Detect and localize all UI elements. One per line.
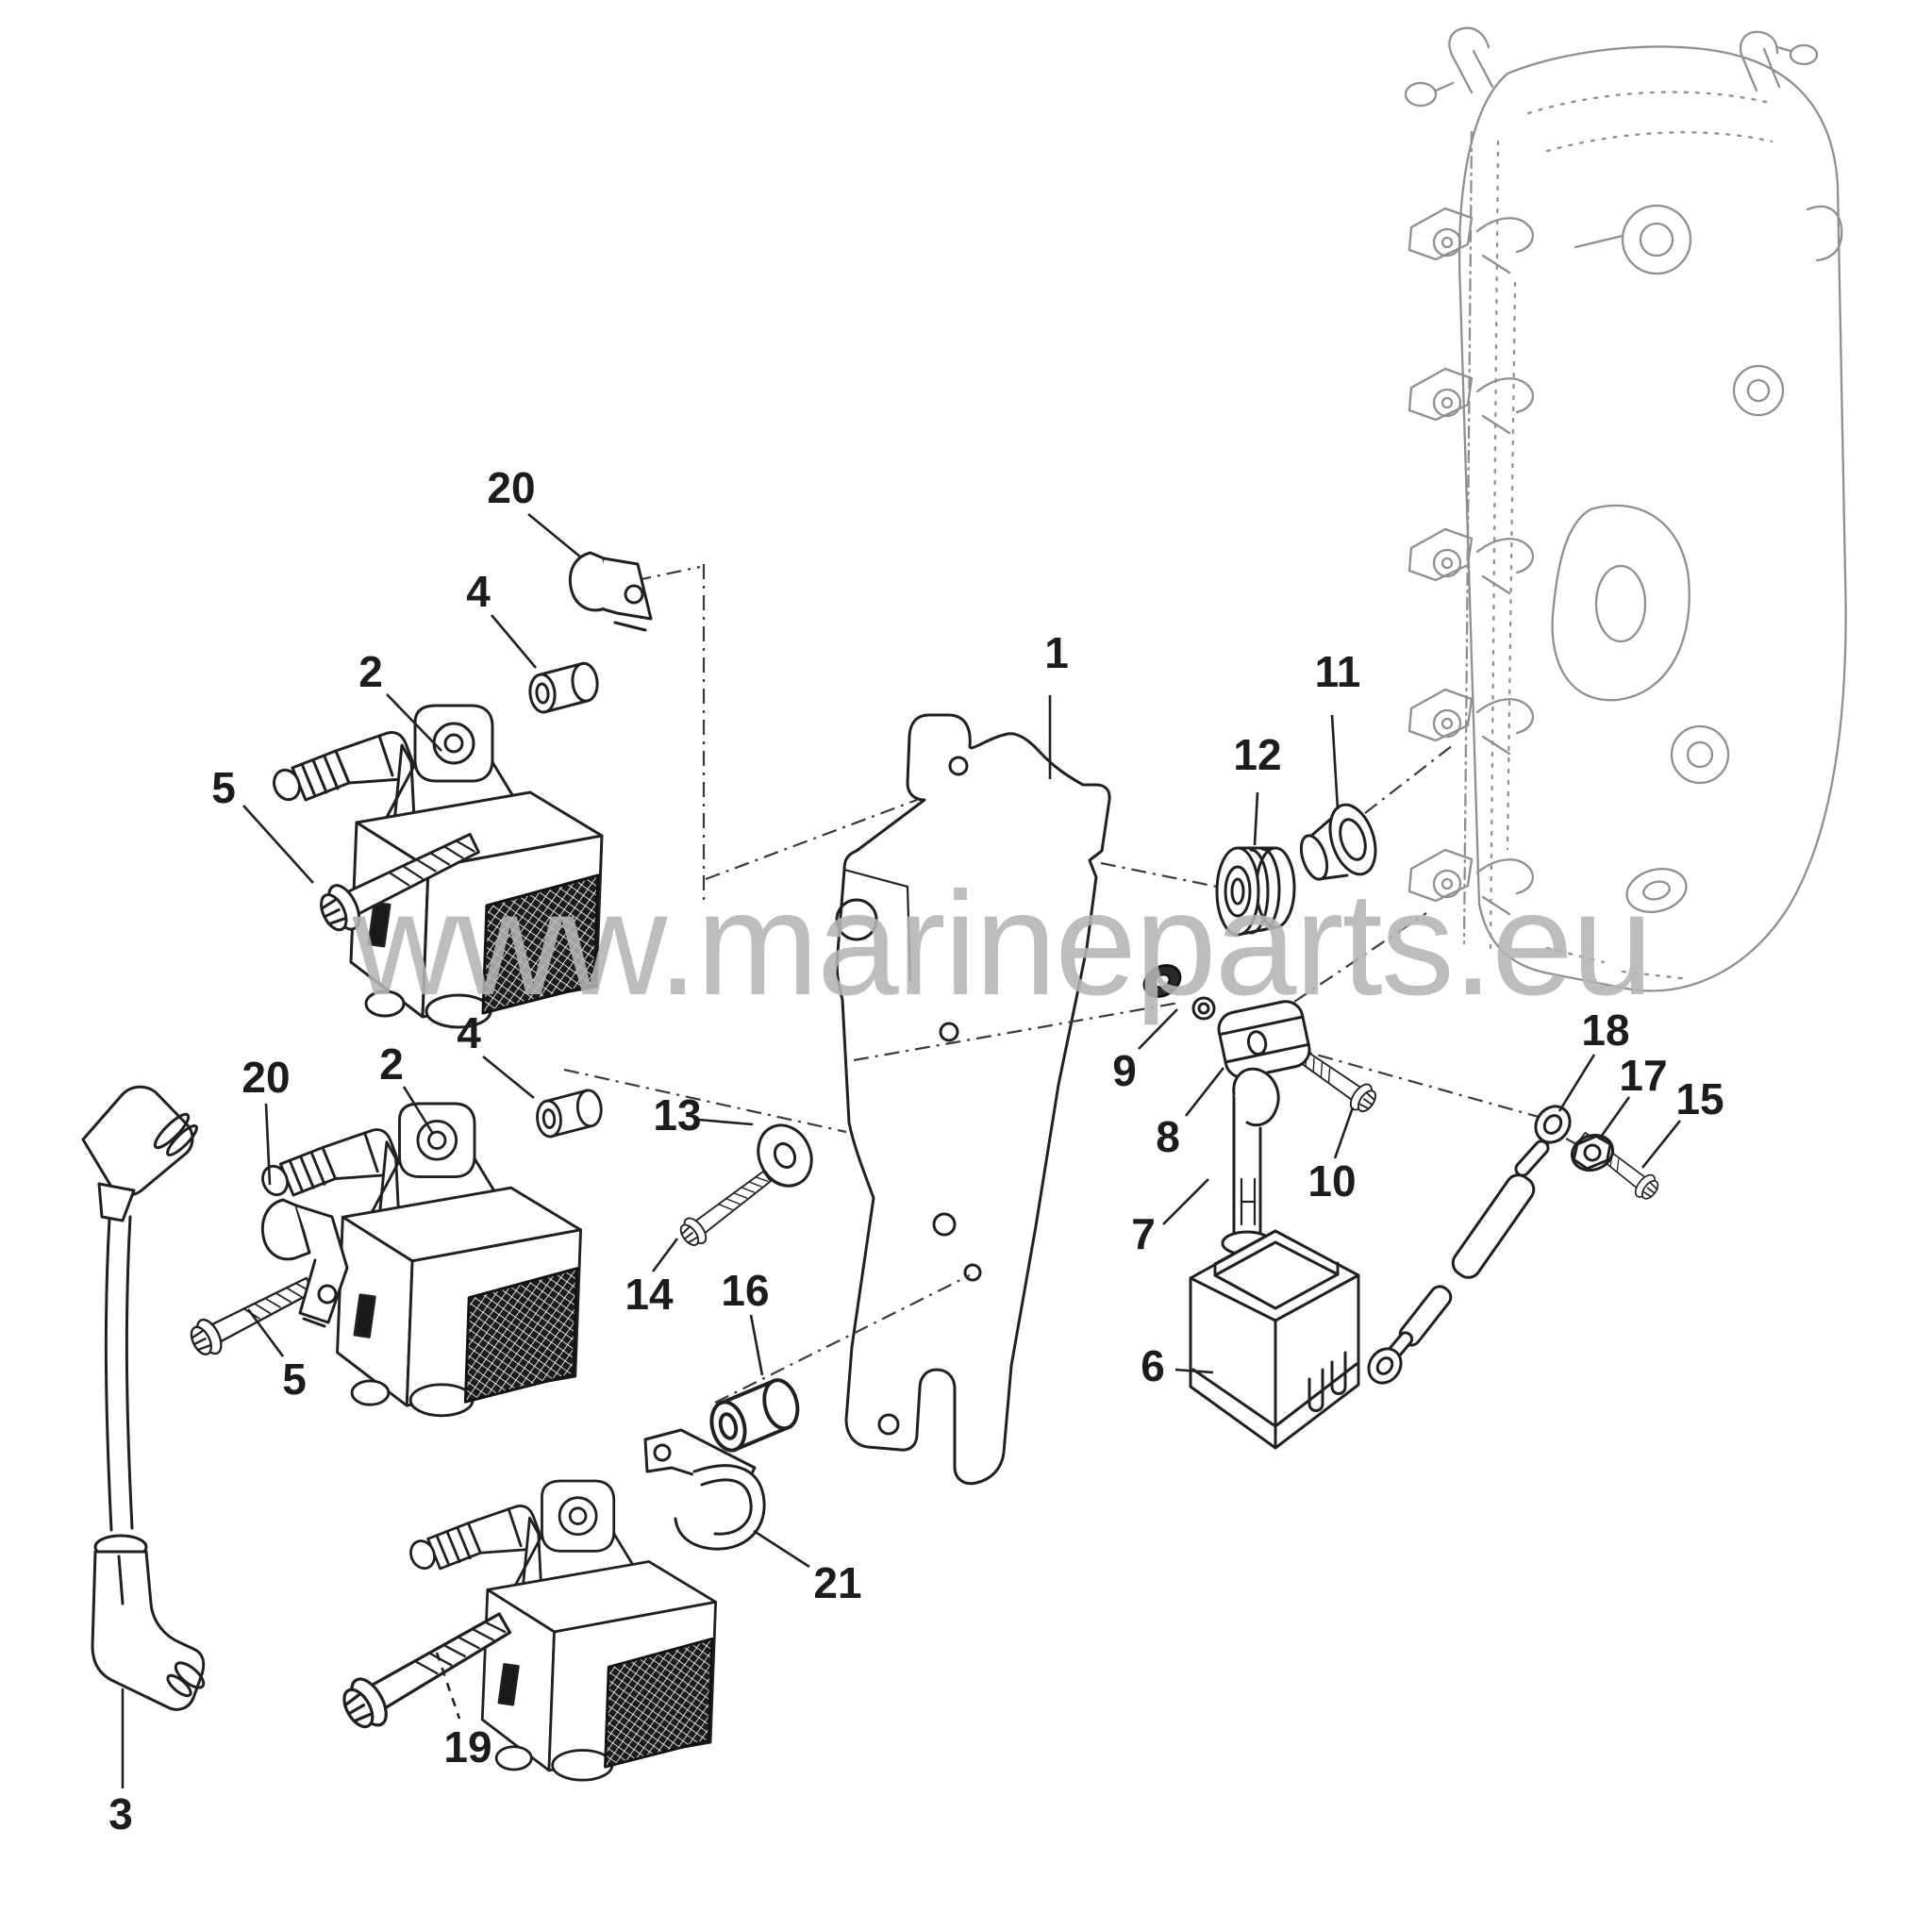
callout-label-10: 10 — [1307, 1156, 1356, 1206]
callout-leader-9 — [1138, 1008, 1178, 1050]
washer-13 — [757, 1123, 813, 1188]
callout-label-19: 19 — [443, 1722, 491, 1771]
callout-leader-15 — [1641, 1120, 1682, 1169]
bracket-7 — [1221, 1067, 1280, 1256]
callout-leader-21 — [753, 1529, 810, 1569]
callout-label-16: 16 — [721, 1266, 769, 1315]
callout-leader-12 — [1253, 791, 1259, 846]
callout-leader-19 — [435, 1652, 461, 1720]
relay-6 — [1189, 1229, 1360, 1450]
spacer-middle — [533, 1088, 606, 1139]
callout-leader-7 — [1162, 1178, 1209, 1225]
cable-clamp-middle — [260, 1198, 349, 1328]
spacer-top — [525, 660, 602, 715]
callout-label-9: 9 — [1112, 1046, 1137, 1095]
bushing-11 — [1299, 803, 1377, 881]
callout-label-2: 2 — [358, 647, 383, 696]
plate-bolt-14 — [675, 1164, 777, 1252]
spacer-16 — [703, 1374, 807, 1456]
callout-leader-2 — [386, 693, 442, 752]
spark-plug-lead — [81, 1085, 206, 1711]
callout-label-3: 3 — [108, 1789, 133, 1838]
callout-label-11: 11 — [1315, 647, 1361, 696]
mounting-plate — [835, 713, 1111, 1486]
callout-leader-5 — [242, 805, 314, 884]
callout-label-20: 20 — [487, 463, 535, 512]
callout-leader-17 — [1597, 1096, 1631, 1140]
callout-label-13: 13 — [653, 1090, 701, 1139]
callout-label-14: 14 — [625, 1270, 674, 1319]
callout-label-4: 4 — [466, 567, 491, 616]
callout-label-8: 8 — [1156, 1112, 1180, 1161]
callout-leader-4 — [482, 1055, 535, 1100]
callout-leader-2 — [402, 1086, 435, 1135]
callout-label-1: 1 — [1044, 628, 1069, 677]
callout-label-15: 15 — [1675, 1074, 1724, 1123]
callout-leader-13 — [697, 1118, 754, 1126]
callout-label-2: 2 — [379, 1039, 404, 1089]
callout-label-17: 17 — [1619, 1051, 1667, 1100]
callout-label-6: 6 — [1141, 1341, 1165, 1390]
callout-label-4: 4 — [457, 1008, 481, 1057]
callout-leader-8 — [1184, 1067, 1225, 1117]
callout-leader-16 — [749, 1314, 764, 1376]
tether-cable-18 — [1367, 1105, 1572, 1385]
callout-leader-20 — [264, 1103, 272, 1186]
nut-17 — [1570, 1133, 1615, 1172]
callout-label-5: 5 — [211, 763, 236, 812]
callout-label-20: 20 — [242, 1053, 290, 1102]
washer-9 — [1142, 964, 1216, 1021]
callout-label-21: 21 — [813, 1558, 861, 1607]
callout-leader-5 — [246, 1308, 285, 1357]
callout-leader-18 — [1557, 1054, 1596, 1112]
callout-label-7: 7 — [1131, 1209, 1156, 1258]
callout-leader-20 — [527, 512, 582, 559]
cable-clamp-top — [568, 551, 653, 632]
callout-label-5: 5 — [282, 1355, 307, 1404]
grommet-12 — [1215, 846, 1296, 937]
cable-clamp-21 — [643, 1428, 766, 1551]
ignition-coil-middle — [257, 1102, 583, 1418]
callout-leader-10 — [1333, 1106, 1355, 1159]
callout-leader-4 — [491, 614, 537, 669]
callout-label-18: 18 — [1581, 1006, 1629, 1055]
watermark-text: www.marineparts.eu — [351, 862, 1651, 1026]
grommet-8 — [1217, 1000, 1311, 1079]
callout-label-12: 12 — [1233, 730, 1281, 779]
callout-leader-6 — [1174, 1368, 1214, 1374]
callout-leader-11 — [1330, 714, 1340, 810]
callout-leader-14 — [651, 1238, 679, 1272]
engine-block-drawing — [1404, 26, 1847, 992]
